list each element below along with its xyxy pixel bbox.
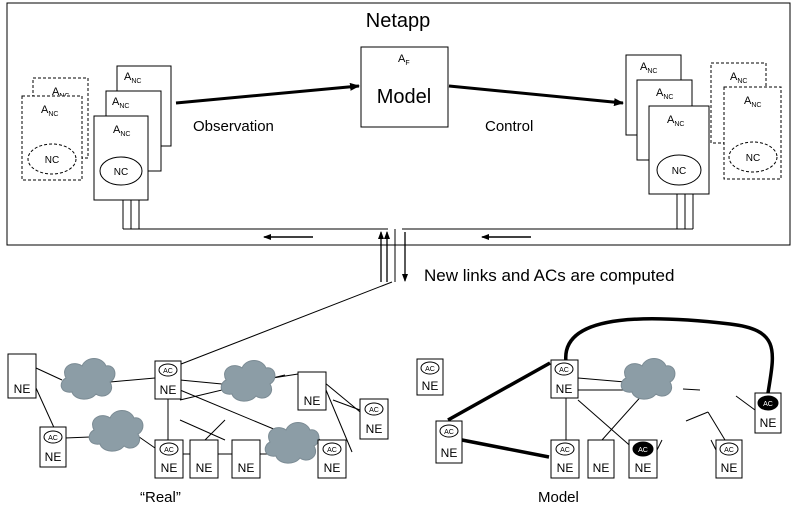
svg-text:NE: NE (14, 382, 31, 396)
model-label: Model (538, 489, 579, 506)
model-agent-sub: F (405, 60, 409, 67)
svg-text:ANC: ANC (112, 96, 129, 110)
control-arrow (448, 84, 624, 107)
observation-arrow (175, 82, 360, 105)
left-dashed-agents: ANC ANC NC (21, 77, 89, 181)
svg-text:ANC: ANC (640, 61, 657, 75)
svg-text:NE: NE (160, 383, 177, 397)
svg-text:NC: NC (114, 167, 128, 178)
svg-text:NE: NE (556, 382, 573, 396)
svg-text:ANC: ANC (730, 71, 747, 85)
svg-text:AC: AC (425, 366, 435, 373)
svg-text:AC: AC (48, 435, 58, 442)
svg-text:NE: NE (635, 461, 652, 475)
control-label: Control (485, 118, 533, 135)
computed-label: New links and ACs are computed (424, 266, 674, 285)
model-agent-label: A (398, 53, 406, 65)
real-label: “Real” (140, 489, 181, 506)
model-network: AC NE AC NE AC NE AC NE NE AC NE AC NE A… (416, 316, 782, 479)
svg-text:NE: NE (45, 450, 62, 464)
svg-text:ANC: ANC (124, 71, 141, 85)
svg-text:NE: NE (304, 394, 321, 408)
svg-text:NE: NE (161, 461, 178, 475)
svg-text:ANC: ANC (113, 124, 130, 138)
svg-text:AC: AC (163, 368, 173, 375)
svg-text:NC: NC (746, 153, 760, 164)
svg-text:ANC: ANC (41, 104, 58, 118)
real-network: NE AC NE NE AC NE AC NE AC NE NE NE AC N… (7, 353, 389, 479)
model-agent-box: AF Model (360, 46, 449, 128)
svg-text:NE: NE (721, 461, 738, 475)
svg-text:ANC: ANC (667, 114, 684, 128)
svg-text:NE: NE (593, 461, 610, 475)
right-dashed-agents: ANC ANC NC (710, 62, 782, 180)
svg-text:AC: AC (164, 447, 174, 454)
svg-text:NE: NE (238, 461, 255, 475)
svg-text:ANC: ANC (744, 95, 761, 109)
svg-text:AC: AC (327, 447, 337, 454)
svg-text:AC: AC (724, 447, 734, 454)
svg-text:AC: AC (560, 447, 570, 454)
svg-text:NE: NE (557, 461, 574, 475)
svg-text:AC: AC (369, 407, 379, 414)
svg-text:ANC: ANC (656, 87, 673, 101)
left-solid-agents: ANC ANC ANC NC (93, 65, 172, 229)
svg-text:NE: NE (441, 446, 458, 460)
observation-label: Observation (193, 118, 274, 135)
svg-text:NE: NE (324, 461, 341, 475)
netapp-title: Netapp (366, 10, 431, 32)
right-solid-agents: ANC ANC ANC NC (625, 54, 710, 229)
svg-text:NC: NC (45, 155, 59, 166)
svg-text:AC: AC (559, 367, 569, 374)
svg-text:NE: NE (422, 379, 439, 393)
svg-text:NE: NE (760, 416, 777, 430)
svg-text:NE: NE (196, 461, 213, 475)
svg-text:AC: AC (638, 447, 648, 454)
svg-text:NC: NC (672, 166, 686, 177)
svg-text:AC: AC (763, 401, 773, 408)
svg-text:AC: AC (444, 429, 454, 436)
model-title: Model (377, 86, 431, 108)
svg-text:NE: NE (366, 422, 383, 436)
link-to-real (175, 281, 393, 367)
svg-text:AF: AF (398, 53, 410, 67)
